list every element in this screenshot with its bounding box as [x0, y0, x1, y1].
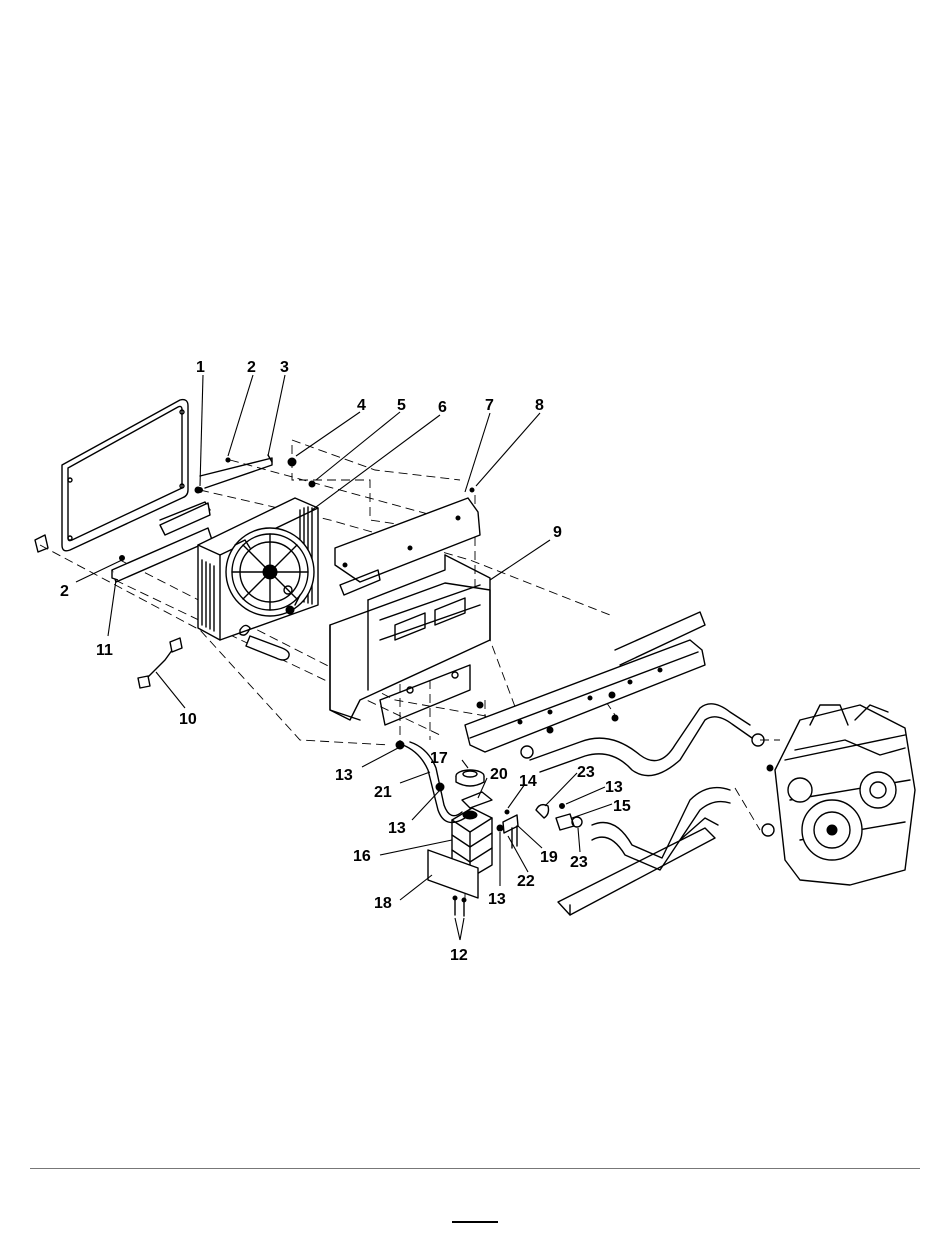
callout-3: 3	[280, 359, 289, 376]
callout-16: 16	[353, 848, 371, 865]
wire-harness	[138, 638, 182, 688]
callout-18: 18	[374, 895, 392, 912]
callout-14: 14	[519, 773, 537, 790]
callout-13-d: 13	[488, 891, 506, 908]
callout-17: 17	[430, 750, 448, 767]
coolant-overflow-tank	[428, 808, 492, 898]
callout-1: 1	[196, 359, 205, 376]
page-number-underline	[452, 1221, 498, 1223]
callout-15: 15	[613, 798, 631, 815]
callout-9: 9	[553, 524, 562, 541]
tank-cap	[456, 770, 484, 786]
engine	[762, 705, 915, 885]
radiator-fan-assembly	[198, 458, 318, 660]
callout-20: 20	[490, 766, 508, 783]
radiator-shroud-frame	[330, 555, 490, 725]
callout-11: 11	[96, 642, 113, 659]
callout-19: 19	[540, 849, 558, 866]
callout-12: 12	[450, 947, 468, 964]
callout-13-b: 13	[388, 820, 406, 837]
callout-2-top: 2	[247, 359, 256, 376]
callout-23-bottom: 23	[570, 854, 588, 871]
callout-10: 10	[179, 711, 197, 728]
top-cover-plate	[335, 488, 480, 582]
callout-23-top: 23	[577, 764, 595, 781]
callout-4: 4	[357, 397, 366, 414]
callout-2-left: 2	[60, 583, 69, 600]
callout-13-a: 13	[335, 767, 353, 784]
footer-divider	[30, 1168, 920, 1169]
callout-21: 21	[374, 784, 392, 801]
callout-6: 6	[438, 399, 447, 416]
callout-8: 8	[535, 397, 544, 414]
frame-rail	[465, 612, 705, 752]
callout-22: 22	[517, 873, 535, 890]
callout-5: 5	[397, 397, 406, 414]
callout-13-c: 13	[605, 779, 623, 796]
callout-7: 7	[485, 397, 494, 414]
